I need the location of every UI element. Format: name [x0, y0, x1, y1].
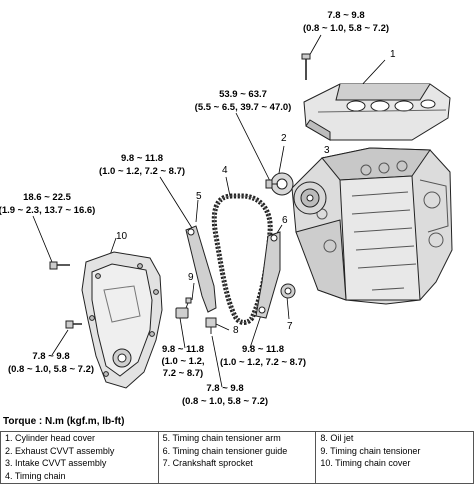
exhaust-cvvt-assembly [270, 172, 294, 196]
legend-item: 1. Cylinder head cover [5, 433, 96, 443]
legend-column-3: 8. Oil jet 9. Timing chain tensioner 10.… [315, 431, 474, 484]
legend-item: 6. Timing chain tensioner guide [162, 445, 288, 456]
legend-item: 8. Oil jet [320, 433, 354, 443]
legend-item: 3. Intake CVVT assembly [5, 458, 107, 468]
spec-line: 9.8 ~ 11.8 [162, 344, 204, 355]
cylinder-head-cover [303, 83, 451, 141]
spec-tensioner-arm-bolt: 9.8 ~ 11.8 (1.0 ~ 1.2, 7.2 ~ 8.7) [99, 153, 185, 177]
exploded-engine-diagram: 7.8 ~ 9.8 (0.8 ~ 1.0, 5.8 ~ 7.2) 53.9 ~ … [0, 10, 453, 407]
spec-line: 7.8 ~ 9.8 [327, 10, 364, 21]
cover-bolt-icon [301, 53, 311, 80]
spec-top-cover-bolt: 7.8 ~ 9.8 (0.8 ~ 1.0, 5.8 ~ 7.2) [303, 10, 389, 34]
spec-line: 9.8 ~ 11.8 [242, 344, 284, 355]
oil-jet [205, 317, 217, 334]
spec-cover-upper-bolt: 18.6 ~ 22.5 (1.9 ~ 2.3, 13.7 ~ 16.6) [0, 192, 95, 216]
callout-7: 7 [287, 321, 293, 332]
spec-guide-bolt: 9.8 ~ 11.8 (1.0 ~ 1.2, 7.2 ~ 8.7) [220, 344, 306, 368]
intake-cvvt-assembly [293, 181, 327, 215]
parts-legend: 1. Cylinder head cover 2. Exhaust CVVT a… [0, 431, 474, 484]
cover-lower-bolt-icon [65, 320, 82, 329]
crankshaft-sprocket [280, 283, 296, 299]
callout-2: 2 [281, 133, 287, 144]
spec-line: 18.6 ~ 22.5 [23, 192, 72, 203]
legend-item: 10. Timing chain cover [320, 458, 411, 468]
legend-item: 9. Timing chain tensioner [320, 445, 421, 456]
timing-chain [211, 193, 273, 325]
callout-10: 10 [116, 231, 128, 242]
legend-column-1: 1. Cylinder head cover 2. Exhaust CVVT a… [0, 431, 159, 484]
callout-6: 6 [282, 215, 288, 226]
callout-3: 3 [324, 145, 330, 156]
callout-1: 1 [390, 49, 396, 60]
callout-9: 9 [188, 272, 194, 283]
legend-item: 5. Timing chain tensioner arm [162, 433, 281, 443]
tensioner-guide [255, 231, 281, 319]
spec-line: 53.9 ~ 63.7 [219, 89, 267, 100]
spec-line: 7.8 ~ 9.8 [206, 383, 243, 394]
timing-chain-tensioner [175, 297, 192, 319]
callout-numbers: 1 2 3 4 5 6 7 8 9 10 [116, 49, 396, 336]
callout-4: 4 [222, 165, 228, 176]
spec-line: (1.0 ~ 1.2, 7.2 ~ 8.7) [99, 166, 185, 177]
spec-oil-jet-bolt: 7.8 ~ 9.8 (0.8 ~ 1.0, 5.8 ~ 7.2) [182, 383, 268, 407]
spec-line: (5.5 ~ 6.5, 39.7 ~ 47.0) [195, 102, 292, 113]
tensioner-arm [185, 225, 217, 313]
callout-8: 8 [233, 325, 239, 336]
spec-line: (0.8 ~ 1.0, 5.8 ~ 7.2) [303, 23, 389, 34]
legend-item: 7. Crankshaft sprocket [162, 458, 253, 468]
spec-line: (0.8 ~ 1.0, 5.8 ~ 7.2) [8, 364, 94, 375]
spec-cvvt-bolt: 53.9 ~ 63.7 (5.5 ~ 6.5, 39.7 ~ 47.0) [195, 89, 292, 113]
spec-cover-lower-bolt: 7.8 ~ 9.8 (0.8 ~ 1.0, 5.8 ~ 7.2) [8, 351, 94, 375]
legend-item: 2. Exhaust CVVT assembly [5, 445, 115, 456]
cvvt-bolt-icon [265, 179, 278, 189]
engine-block [291, 147, 453, 305]
spec-line: 7.8 ~ 9.8 [32, 351, 69, 362]
torque-unit-note: Torque : N.m (kgf.m, lb-ft) [3, 416, 125, 427]
spec-line: (1.9 ~ 2.3, 13.7 ~ 16.6) [0, 205, 95, 216]
spec-tensioner-left-bolt: 9.8 ~ 11.8 (1.0 ~ 1.2, 7.2 ~ 8.7) [161, 344, 204, 379]
spec-line: 9.8 ~ 11.8 [121, 153, 163, 164]
spec-line: (0.8 ~ 1.0, 5.8 ~ 7.2) [182, 396, 268, 407]
callout-5: 5 [196, 191, 202, 202]
legend-item: 4. Timing chain [5, 470, 66, 481]
spec-line: (1.0 ~ 1.2, [161, 356, 204, 367]
cover-upper-bolt-icon [49, 261, 70, 270]
timing-chain-cover [81, 251, 163, 389]
spec-line: (1.0 ~ 1.2, 7.2 ~ 8.7) [220, 357, 306, 368]
legend-column-2: 5. Timing chain tensioner arm 6. Timing … [157, 431, 317, 484]
spec-line: 7.2 ~ 8.7) [163, 368, 203, 379]
